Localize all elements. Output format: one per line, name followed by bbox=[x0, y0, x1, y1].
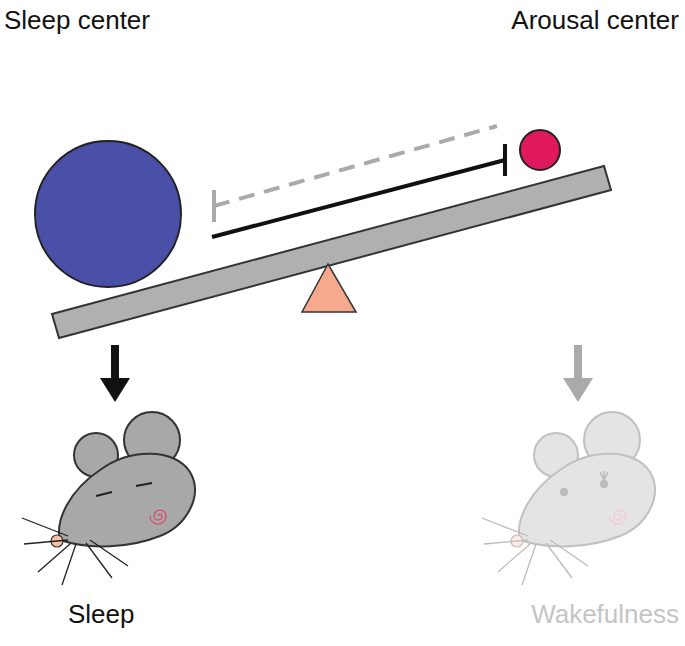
arousal-center-label: Arousal center bbox=[511, 6, 679, 36]
sleeping-mouse bbox=[22, 412, 195, 585]
awake-mouse bbox=[482, 412, 655, 585]
wake-arrow bbox=[563, 345, 593, 402]
wakefulness-label: Wakefulness bbox=[531, 600, 679, 630]
sleep-center-label: Sleep center bbox=[4, 6, 150, 36]
arousal-center-ball bbox=[520, 130, 560, 170]
sleep-label: Sleep bbox=[68, 600, 135, 630]
sleep-center-ball bbox=[35, 141, 181, 287]
seesaw-pivot bbox=[302, 264, 356, 312]
sleep-arrow bbox=[100, 345, 130, 402]
strong-inhibition bbox=[212, 144, 505, 237]
